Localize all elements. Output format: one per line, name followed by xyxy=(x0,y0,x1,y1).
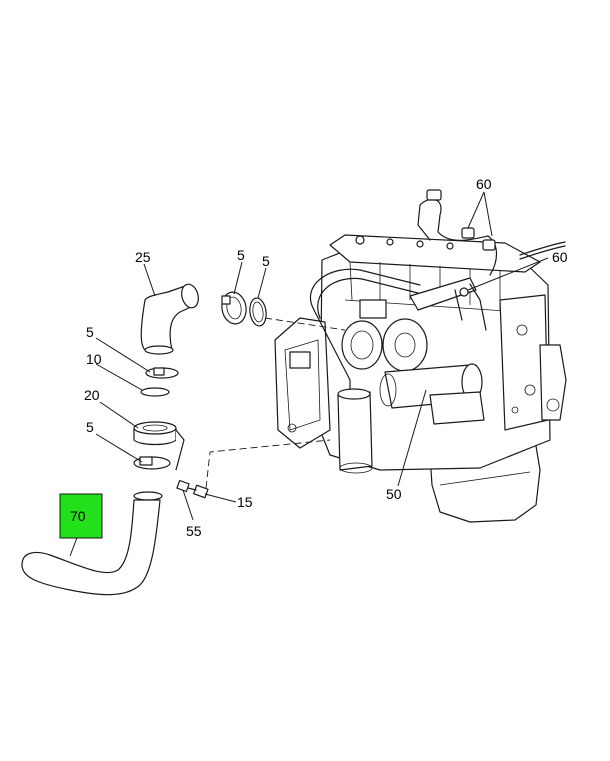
callout-15: 15 xyxy=(237,494,253,510)
intake-parts xyxy=(21,283,346,596)
callout-5-clamp-lower: 5 xyxy=(86,419,94,435)
callout-5-ring-upper: 5 xyxy=(262,253,270,269)
callout-labels: 60 60 25 5 5 5 10 20 5 55 15 50 70 xyxy=(59,176,568,539)
engine-assembly xyxy=(274,189,567,523)
callout-5-clamp-left: 5 xyxy=(86,324,94,340)
callout-5-clamp-upper: 5 xyxy=(237,247,245,263)
callout-10: 10 xyxy=(86,351,102,367)
callout-50: 50 xyxy=(386,486,402,502)
callout-25: 25 xyxy=(135,249,151,265)
leader-lines xyxy=(69,191,549,557)
callout-20: 20 xyxy=(84,387,100,403)
callout-60-top: 60 xyxy=(476,176,492,192)
callout-60-right: 60 xyxy=(552,249,568,265)
callout-70[interactable]: 70 xyxy=(70,508,86,524)
highlight-box-70[interactable] xyxy=(59,493,103,539)
callout-55: 55 xyxy=(186,523,202,539)
